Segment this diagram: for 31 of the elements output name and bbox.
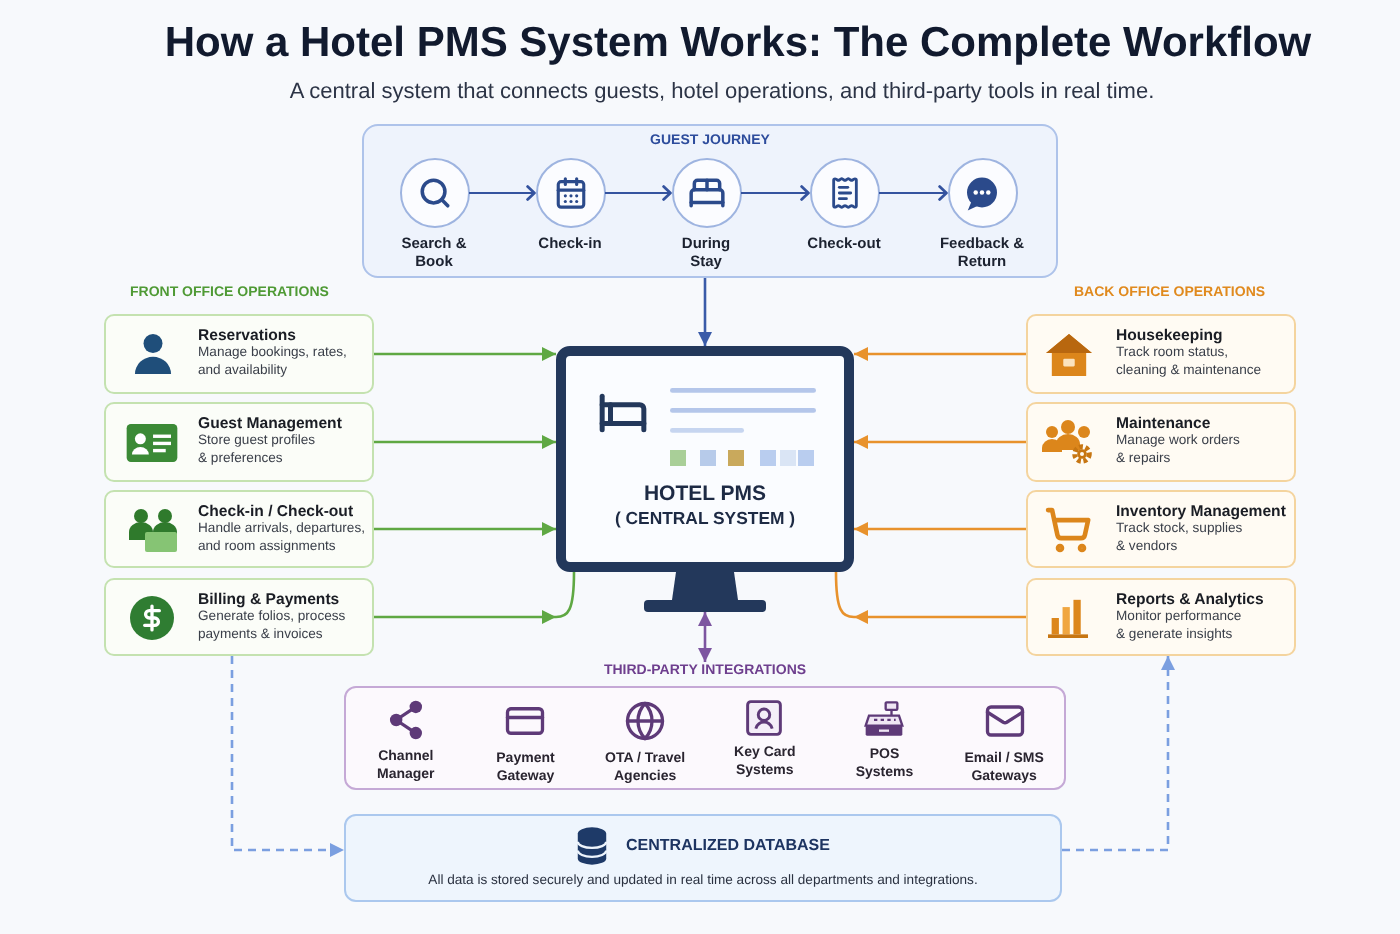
- arrow: [854, 435, 1026, 449]
- database-panel: [344, 814, 1062, 902]
- arrow: [468, 185, 536, 201]
- front-office-card: [104, 490, 374, 568]
- front-office-card: [104, 314, 374, 394]
- back-office-card: [1026, 578, 1296, 656]
- front-office-card: [104, 402, 374, 482]
- title: How a Hotel PMS System Works: The Complete Workflow: [164, 18, 1312, 70]
- arrow: [878, 185, 948, 201]
- panel-title: CENTRALIZED DATABASE: [626, 836, 830, 856]
- screen-title: HOTEL PMS: [643, 482, 767, 508]
- arrow: [698, 278, 712, 346]
- back-office-card: [1026, 490, 1296, 568]
- subtitle: A central system that connects guests, hotel operations, and third-party tools in real time.: [289, 78, 1155, 106]
- arrow: [854, 610, 1026, 624]
- double-arrow: [698, 612, 712, 662]
- dashed-arrow: [230, 656, 344, 857]
- arrow: [374, 347, 556, 361]
- arrow: [854, 347, 1026, 361]
- arrow: [374, 435, 556, 449]
- back-office-card: [1026, 314, 1296, 394]
- arrow: [604, 185, 672, 201]
- arrow: [374, 522, 556, 536]
- arrow: [854, 522, 1026, 536]
- arrow: [740, 185, 810, 201]
- front-office-card: [104, 578, 374, 656]
- screen-subtitle: ( CENTRAL SYSTEM ): [614, 508, 796, 530]
- arrow: [374, 610, 556, 624]
- dashed-arrow: [1062, 656, 1175, 852]
- back-office-card: [1026, 402, 1296, 482]
- guest-journey-panel: [362, 124, 1058, 278]
